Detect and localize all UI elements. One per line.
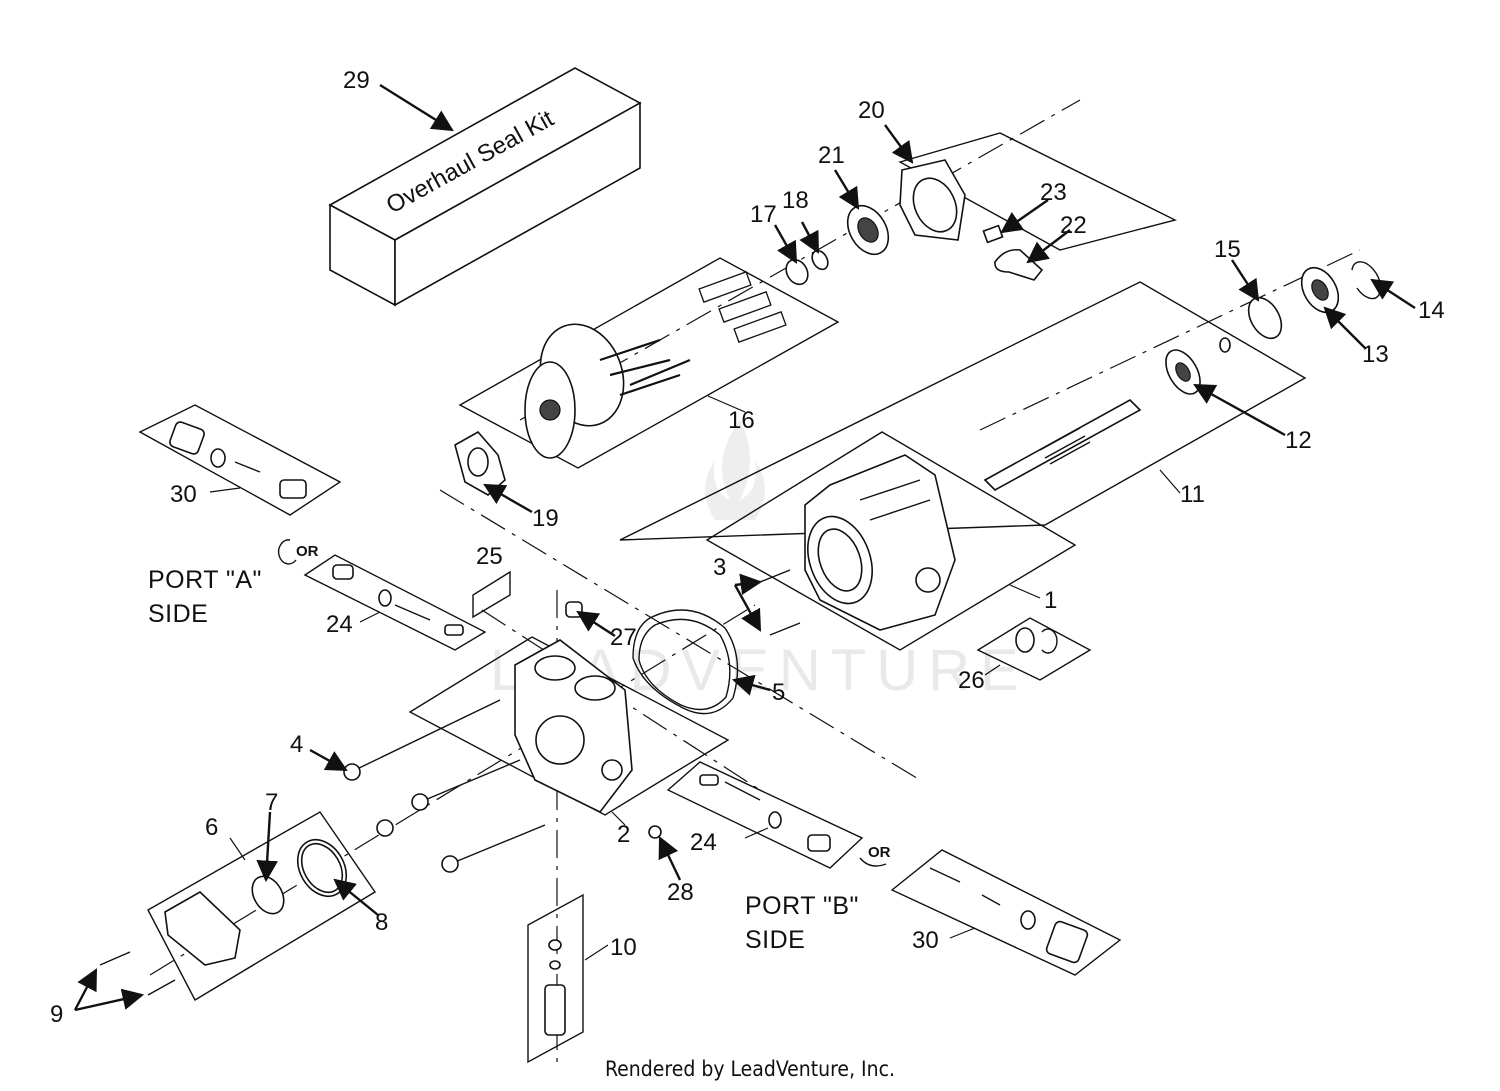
callout-23: 23	[1040, 179, 1067, 206]
plug-part-27	[565, 601, 583, 618]
callout-11: 11	[1180, 481, 1205, 508]
bearing-part-12	[1165, 337, 1231, 395]
valve-part-10	[544, 939, 566, 1036]
center-block-part-2	[514, 639, 633, 814]
rotation-symbol-a: OR	[277, 539, 319, 565]
leader-lines	[73, 83, 1416, 1012]
check-valve-30-bottom	[929, 867, 1089, 964]
seal-kit-box: Overhaul Seal Kit	[328, 67, 642, 307]
callout-17: 17	[750, 201, 777, 228]
callout-2: 2	[617, 821, 630, 848]
check-valve-30-top	[169, 421, 307, 499]
port-a-label: PORT "A" SIDE	[148, 566, 262, 628]
housing-part-1	[804, 454, 956, 631]
gasket-part-5	[632, 609, 739, 715]
callout-numbers: 29 20 21 17 18 23 22 15 14 13 12 11 16 1…	[50, 67, 1445, 1028]
callout-14: 14	[1418, 297, 1445, 324]
callout-9: 9	[50, 1001, 63, 1028]
top-cover-parts	[785, 159, 1044, 286]
callout-26: 26	[958, 667, 985, 694]
callout-8: 8	[375, 909, 388, 936]
callout-22: 22	[1060, 212, 1087, 239]
pins-part-3	[759, 569, 801, 636]
fitting-part-26	[1015, 627, 1058, 654]
thin-leaders	[209, 395, 1181, 961]
callout-18: 18	[782, 187, 809, 214]
callout-20: 20	[858, 97, 885, 124]
shaft-part-11	[983, 399, 1142, 491]
callout-30-top: 30	[170, 481, 197, 508]
or-label-a: OR	[296, 543, 319, 560]
plate-part-19	[454, 430, 506, 496]
rotation-symbol-b: OR	[859, 844, 891, 867]
port-a-line2: SIDE	[148, 600, 208, 628]
relief-valve-24-top	[332, 564, 464, 636]
cylinder-block-part-16	[524, 271, 787, 459]
callout-24-bottom: 24	[690, 829, 717, 856]
plug-part-28	[648, 825, 662, 839]
assembly-frames	[138, 132, 1307, 1064]
callout-28: 28	[667, 879, 694, 906]
port-b-label: PORT "B" SIDE	[745, 892, 859, 954]
relief-valve-24-bottom	[699, 774, 831, 852]
callout-25: 25	[476, 543, 503, 570]
callout-21: 21	[818, 142, 845, 169]
callout-16: 16	[728, 407, 755, 434]
port-a-line1: PORT "A"	[148, 566, 262, 594]
callout-6: 6	[205, 814, 218, 841]
callout-29: 29	[343, 67, 370, 94]
port-b-line2: SIDE	[745, 926, 805, 954]
callout-19: 19	[532, 505, 559, 532]
footer-credit: Rendered by LeadVenture, Inc.	[605, 1057, 895, 1081]
callout-3: 3	[713, 554, 726, 581]
callout-27: 27	[610, 624, 637, 651]
callout-13: 13	[1362, 341, 1389, 368]
callout-4: 4	[290, 731, 303, 758]
callout-10: 10	[610, 934, 637, 961]
cover-parts-6-7-8-9	[99, 838, 348, 996]
rings-15-13-14	[1247, 261, 1382, 340]
or-label-b: OR	[868, 844, 891, 861]
callout-12: 12	[1285, 427, 1312, 454]
callout-1: 1	[1044, 587, 1057, 614]
port-b-line1: PORT "B"	[745, 892, 859, 920]
callout-24-top: 24	[326, 611, 353, 638]
bolts-part-4	[343, 699, 546, 873]
callout-5: 5	[772, 679, 785, 706]
callout-15: 15	[1214, 236, 1241, 263]
callout-7: 7	[265, 789, 278, 816]
callout-30-bottom: 30	[912, 927, 939, 954]
